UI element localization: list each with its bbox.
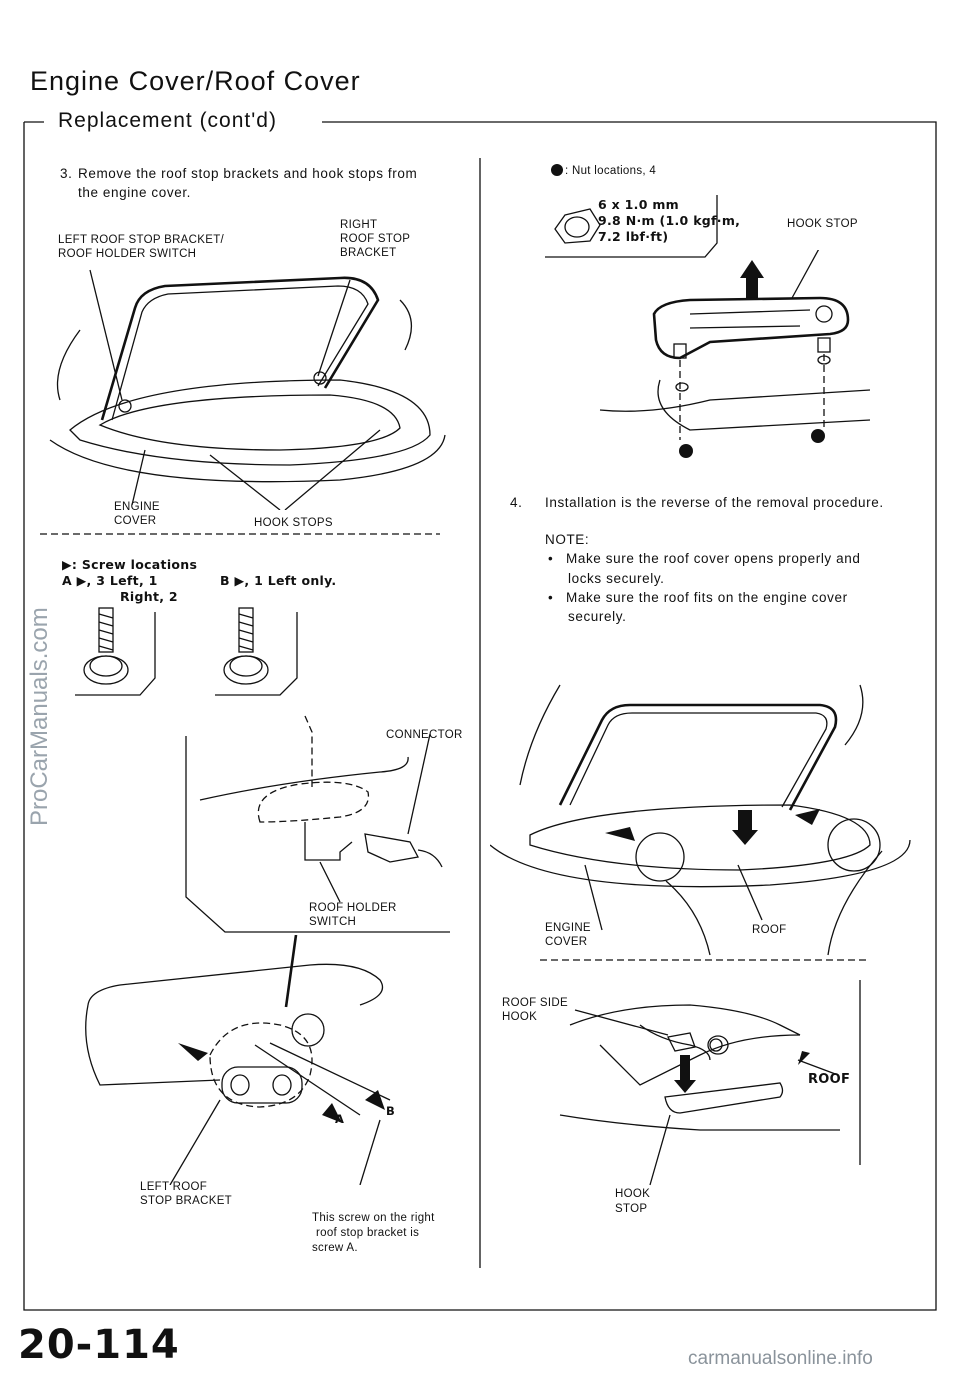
fig2-roof-holder-line2: SWITCH [309,916,357,928]
step4-bullet2-marker: • [548,590,554,605]
fig1-right-label-line3: BRACKET [340,247,397,259]
roof-install-illustration [490,684,911,956]
step4-bullet1-line1: Make sure the roof cover opens properly … [566,551,861,566]
fig3-hook-stop-line1: HOOK [615,1188,651,1200]
fig3-engine-cover-line2: COVER [545,936,588,948]
fig3-roof-bold-label: ROOF [808,1072,851,1087]
nut-spec-illustration [545,195,718,258]
fig2-left-roof-line2: STOP BRACKET [140,1195,233,1207]
fig3-roof-side-line2: HOOK [502,1011,538,1023]
nut-bullet-icon [551,164,563,176]
nut-spec-line3: 7.2 lbf·ft) [598,229,669,244]
fig1-right-label-line1: RIGHT [340,219,378,231]
fig2-left-roof-line1: LEFT ROOF [140,1181,208,1193]
screw-b-locations: B ▶, 1 Left only. [220,573,337,588]
step4-bullet1-line2: locks securely. [568,571,665,586]
fig2-note-line2: roof stop bracket is [316,1227,420,1239]
step4-note-title: NOTE: [545,532,590,547]
footer-site: carmanualsonline.info [688,1348,873,1369]
fig3-roof-label: ROOF [752,924,787,936]
screw-a-icon [75,607,156,696]
fig1-engine-cover-line2: COVER [114,515,157,527]
step4-text: Installation is the reverse of the remov… [545,495,884,510]
step4-bullet2-line1: Make sure the roof fits on the engine co… [566,590,848,605]
step3-text-line1: Remove the roof stop brackets and hook s… [78,166,418,181]
roof-side-hook-illustration [559,980,861,1186]
screw-b-icon [215,607,298,696]
hook-stop-illustration [599,250,871,458]
screw-a-right: Right, 2 [120,589,178,604]
fig2-note-line3: screw A. [312,1242,358,1254]
fig1-engine-cover-line1: ENGINE [114,501,160,513]
fig2-connector-label: CONNECTOR [386,729,463,741]
nut-spec-line2: 9.8 N·m (1.0 kgf·m, [598,213,741,228]
watermark: ProCarManuals.com [26,607,53,826]
fig2-note-line1: This screw on the right [312,1212,435,1224]
screw-illustrations [75,607,298,696]
fig3-roof-side-line1: ROOF SIDE [502,997,568,1009]
fig3-engine-cover-line1: ENGINE [545,922,591,934]
screw-a-locations: A ▶, 3 Left, 1 [62,573,158,588]
engine-cover-illustration [49,269,446,510]
nut-spec-line1: 6 x 1.0 mm [598,197,680,212]
page-subtitle: Replacement (cont'd) [58,109,277,132]
step3-text-line2: the engine cover. [78,185,192,200]
connector-illustration [185,715,450,933]
fig1-left-label-line2: ROOF HOLDER SWITCH [58,248,197,260]
step4-bullet1-marker: • [548,551,554,566]
step3-number: 3. [60,166,73,181]
fig1-hook-stops-label: HOOK STOPS [254,517,333,529]
fig2-roof-holder-line1: ROOF HOLDER [309,902,397,914]
fig3-divider [540,959,870,961]
marker-a: A [335,1112,345,1126]
screw-legend-symbol: ▶ [62,557,72,572]
step4-number: 4. [510,495,523,510]
marker-b: B [386,1104,396,1118]
hook-stop-label-top: HOOK STOP [787,218,858,230]
stop-bracket-illustration [85,935,391,1185]
step4-bullet2-line2: securely. [568,609,627,624]
page-number: 20-114 [18,1322,180,1368]
screw-legend-text: : Screw locations [71,557,198,572]
nut-legend: : Nut locations, 4 [565,165,657,177]
fig3-hook-stop-line2: STOP [615,1203,648,1215]
fig1-divider [40,533,440,535]
fig1-left-label-line1: LEFT ROOF STOP BRACKET/ [58,234,225,246]
page-title: Engine Cover/Roof Cover [30,66,361,96]
fig1-right-label-line2: ROOF STOP [340,233,411,245]
